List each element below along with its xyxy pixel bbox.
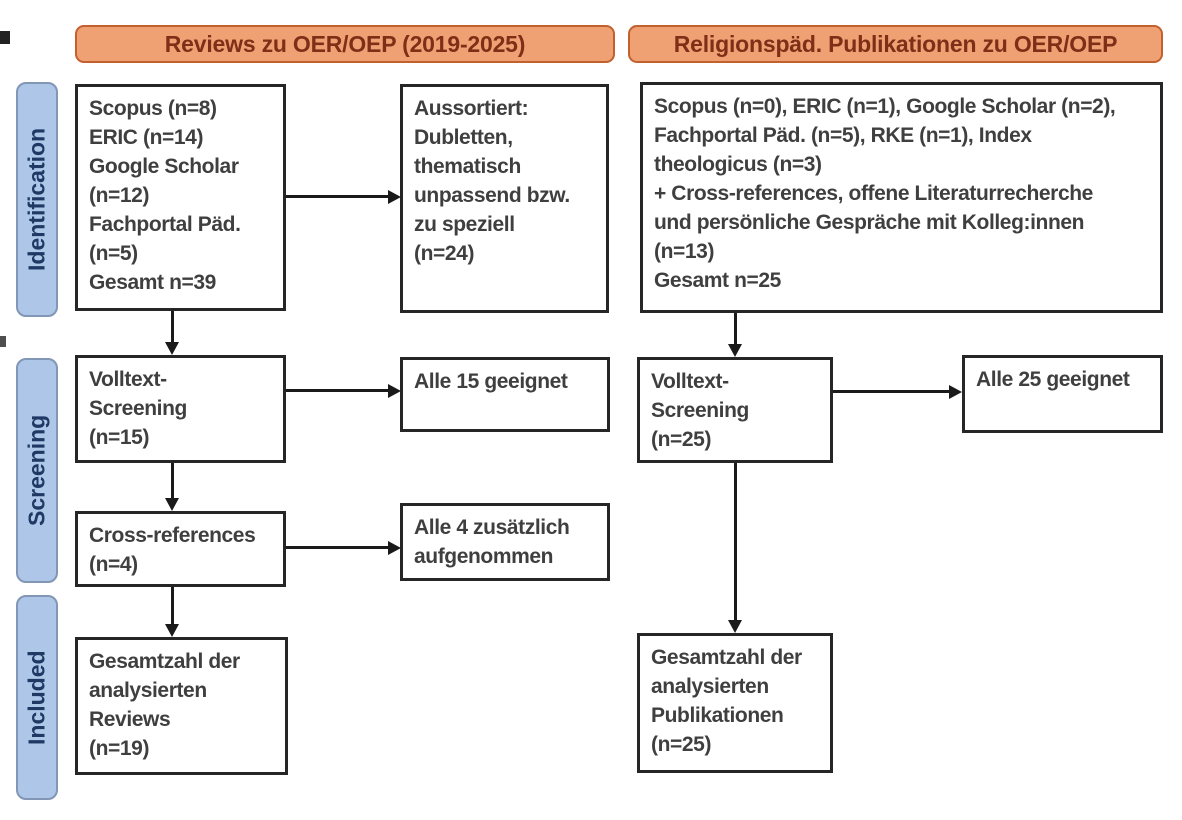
column-header-religionspaed-label: Religionspäd. Publikationen zu OER/OEP <box>673 30 1118 57</box>
arrow-head-icon <box>949 385 962 399</box>
arrow-head-icon <box>728 344 742 357</box>
arrow-head-icon <box>165 498 179 511</box>
box-left-sources: Scopus (n=8)ERIC (n=14)Google Scholar(n=… <box>75 84 286 311</box>
box-right-fulltext-screening: Volltext-Screening(n=25) <box>637 357 833 463</box>
column-header-reviews-label: Reviews zu OER/OEP (2019-2025) <box>164 30 526 57</box>
arrow-head-icon <box>728 620 742 633</box>
stage-label-screening: Screening <box>16 358 58 583</box>
arrow-head-icon <box>388 541 401 555</box>
arrow-line <box>734 313 737 345</box>
column-header-reviews: Reviews zu OER/OEP (2019-2025) <box>75 25 615 63</box>
stage-label-included-text: Included <box>23 650 50 745</box>
box-left-fulltext-screening: Volltext-Screening(n=15) <box>75 355 286 463</box>
arrow-line <box>171 311 174 343</box>
arrow-line <box>286 195 389 198</box>
stage-label-identification: Identification <box>16 82 58 317</box>
arrow-head-icon <box>388 384 401 398</box>
edge-artifact <box>0 31 10 44</box>
arrow-head-icon <box>388 190 401 204</box>
arrow-line <box>171 587 174 625</box>
edge-artifact <box>0 336 6 347</box>
stage-label-included: Included <box>16 595 58 800</box>
arrow-head-icon <box>165 624 179 637</box>
arrow-line <box>734 463 737 621</box>
box-right-eligible: Alle 25 geeignet <box>962 355 1163 433</box>
stage-label-screening-text: Screening <box>23 414 50 527</box>
box-right-sources: Scopus (n=0), ERIC (n=1), Google Scholar… <box>640 82 1163 313</box>
box-left-crossreferences: Cross-references(n=4) <box>75 511 286 587</box>
arrow-head-icon <box>165 342 179 355</box>
box-left-eligible: Alle 15 geeignet <box>400 357 610 432</box>
stage-label-identification-text: Identification <box>23 127 50 272</box>
arrow-line <box>286 389 389 392</box>
arrow-line <box>171 463 174 499</box>
column-header-religionspaed: Religionspäd. Publikationen zu OER/OEP <box>628 25 1163 63</box>
arrow-line <box>286 546 389 549</box>
arrow-line <box>833 390 950 393</box>
